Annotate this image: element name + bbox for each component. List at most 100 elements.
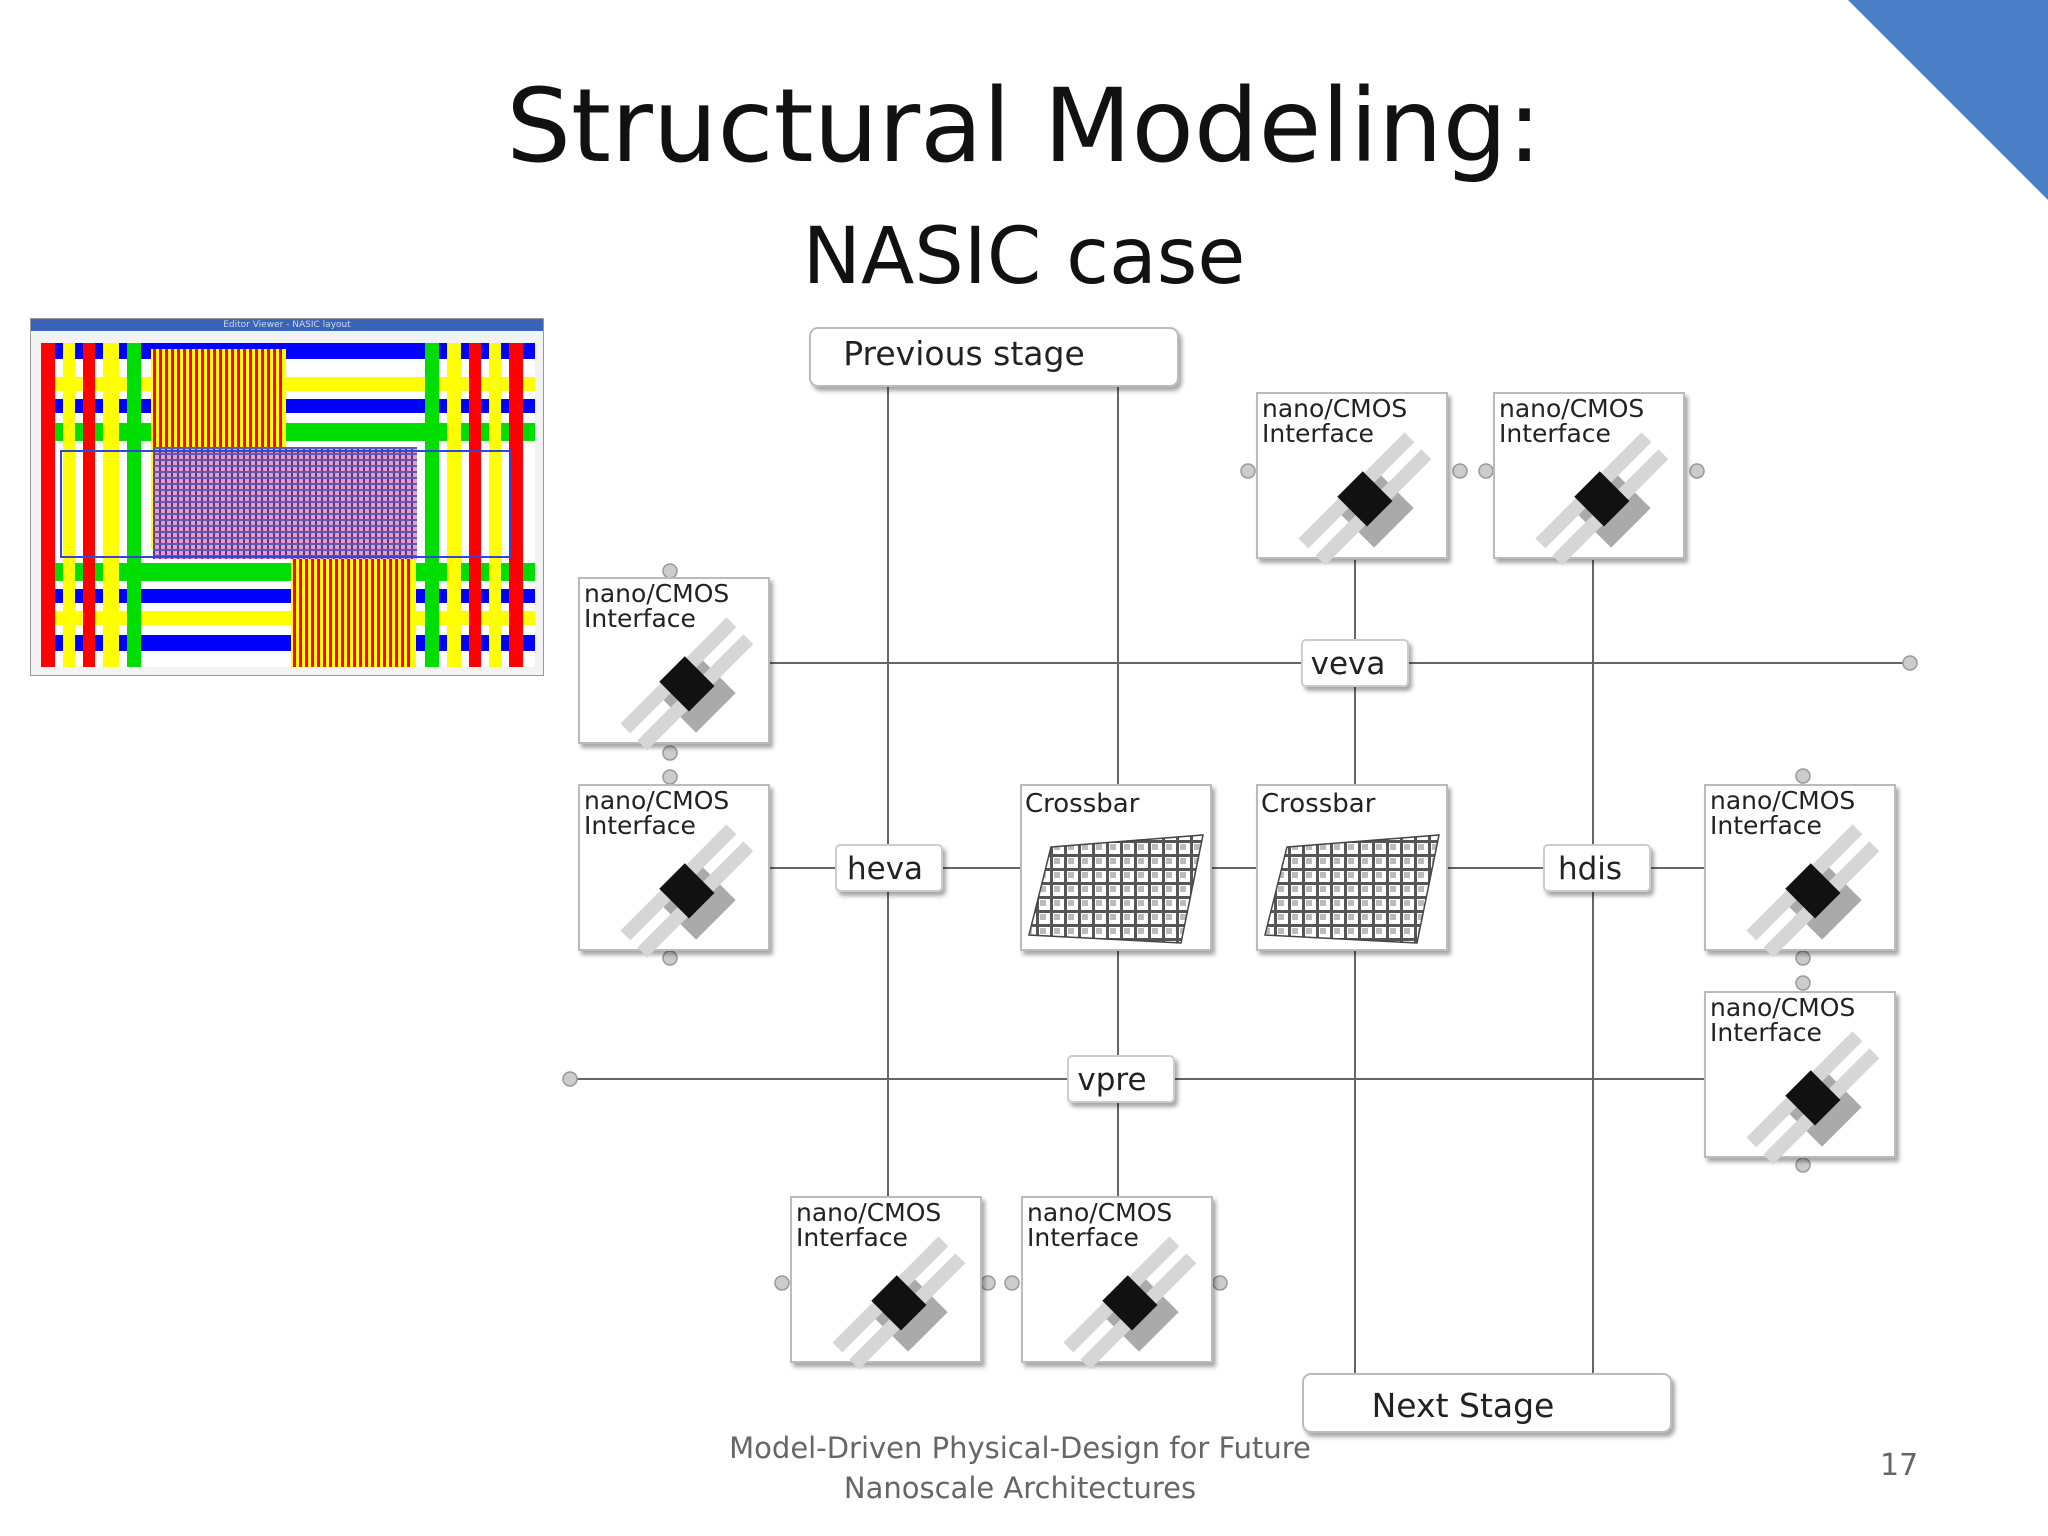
veva-label-box: veva: [1301, 639, 1409, 687]
transistor-icon: [832, 1236, 966, 1370]
layout-wire: [407, 463, 410, 667]
layout-wire: [153, 549, 417, 551]
crossbar-block: Crossbar: [1020, 784, 1212, 951]
layout-wire: [317, 463, 320, 667]
interface-label-line2: Interface: [796, 1223, 908, 1252]
vpre-label: vpre: [1077, 1062, 1146, 1098]
next-stage-box: Next Stage: [1302, 1373, 1672, 1433]
layout-wire: [365, 463, 368, 667]
interface-label-line2: Interface: [1027, 1223, 1139, 1252]
interface-label-line1: nano/CMOS: [1499, 394, 1644, 423]
layout-wire: [311, 463, 314, 667]
layout-wire: [335, 463, 338, 667]
hdis-label: hdis: [1558, 851, 1622, 887]
layout-band: [41, 343, 55, 667]
terminal-dot: [1795, 1157, 1811, 1173]
layout-wire: [153, 465, 417, 467]
layout-wire: [153, 489, 417, 491]
terminal-dot: [662, 769, 678, 785]
layout-wire: [293, 463, 296, 667]
terminal-dot: [1240, 463, 1256, 479]
layout-wire: [395, 463, 398, 667]
corner-accent: [1848, 0, 2048, 200]
interface-label-line2: Interface: [1262, 419, 1374, 448]
layout-wire: [371, 463, 374, 667]
layout-wire: [401, 463, 404, 667]
layout-wire: [153, 453, 417, 455]
layout-band: [469, 343, 481, 667]
layout-band: [103, 343, 119, 667]
layout-wire: [377, 463, 380, 667]
terminal-dot: [980, 1275, 996, 1291]
crossbar-block: Crossbar: [1256, 784, 1448, 951]
previous-stage-label: Previous stage: [843, 334, 1085, 373]
layout-screenshot: Editor Viewer - NASIC layout: [30, 318, 544, 676]
terminal-dot: [1795, 950, 1811, 966]
interface-label-line1: nano/CMOS: [584, 786, 729, 815]
vpre-label-box: vpre: [1067, 1055, 1175, 1103]
terminal-dot: [1212, 1275, 1228, 1291]
transistor-icon: [620, 617, 754, 751]
layout-wire: [153, 525, 417, 527]
terminal-dot: [1795, 768, 1811, 784]
layout-wire: [153, 501, 417, 503]
layout-wire: [347, 463, 350, 667]
layout-wire: [299, 463, 302, 667]
interface-label-line2: Interface: [1710, 1018, 1822, 1047]
interface-label-line2: Interface: [1710, 811, 1822, 840]
crossbar-mesh-icon: [1264, 834, 1440, 944]
interface-label-line2: Interface: [1499, 419, 1611, 448]
veva-label: veva: [1311, 646, 1386, 682]
interface-label-line1: nano/CMOS: [796, 1198, 941, 1227]
next-stage-label: Next Stage: [1372, 1386, 1555, 1425]
layout-wire: [153, 483, 417, 485]
interface-label-line1: nano/CMOS: [1710, 993, 1855, 1022]
layout-wire: [341, 463, 344, 667]
terminal-dot: [662, 950, 678, 966]
layout-band: [83, 343, 95, 667]
hdis-label-box: hdis: [1543, 844, 1651, 892]
screenshot-window-title: Editor Viewer - NASIC layout: [223, 320, 351, 330]
layout-wire: [359, 463, 362, 667]
layout-wire: [153, 519, 417, 521]
layout-band: [509, 343, 523, 667]
terminal-dot: [1452, 463, 1468, 479]
layout-wire: [153, 537, 417, 539]
layout-band: [63, 343, 75, 667]
interface-label-line1: nano/CMOS: [1027, 1198, 1172, 1227]
layout-wire: [389, 463, 392, 667]
layout-wire: [353, 463, 356, 667]
layout-wire: [153, 513, 417, 515]
layout-wire: [329, 463, 332, 667]
layout-band: [425, 343, 439, 667]
layout-band: [447, 343, 461, 667]
layout-wire: [153, 507, 417, 509]
slide-subtitle: NASIC case: [802, 212, 1246, 302]
slide-footer: Model-Driven Physical-Design for Future …: [700, 1428, 1340, 1508]
interface-label-line1: nano/CMOS: [1710, 786, 1855, 815]
layout-wire: [153, 459, 417, 461]
terminals: [562, 463, 1918, 1291]
crossbar-label: Crossbar: [1025, 789, 1140, 819]
terminal-dot: [562, 1071, 578, 1087]
component-blocks: nano/CMOSInterfacenano/CMOSInterfacenano…: [578, 392, 1896, 1370]
crossbar-label: Crossbar: [1261, 789, 1376, 819]
previous-stage-box: Previous stage: [809, 327, 1179, 387]
interface-label-line2: Interface: [584, 811, 696, 840]
screenshot-window-titlebar: Editor Viewer - NASIC layout: [31, 319, 543, 331]
terminal-dot: [1478, 463, 1494, 479]
terminal-dot: [1795, 975, 1811, 991]
transistor-icon: [1063, 1236, 1197, 1370]
terminal-dot: [662, 563, 678, 579]
heva-label-box: heva: [835, 844, 943, 892]
layout-wire: [305, 463, 308, 667]
page-number: 17: [1880, 1448, 1919, 1483]
terminal-dot: [1689, 463, 1705, 479]
